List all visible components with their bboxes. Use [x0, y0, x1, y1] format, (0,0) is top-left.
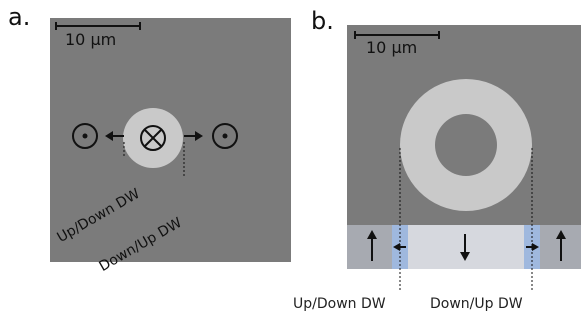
label-down-up-dw-b: Down/Up DW: [430, 296, 523, 312]
magnetization-out-of-plane-icon: [212, 123, 238, 149]
scale-bar-a: [55, 22, 141, 30]
magnetization-into-plane-icon: [140, 125, 166, 151]
panel-b-letter: b.: [311, 7, 334, 35]
magnetization-out-of-plane-icon: [72, 123, 98, 149]
scale-bar-b: [354, 31, 440, 39]
arrow-icon: [105, 131, 203, 141]
scale-label-a: 10 μm: [65, 30, 117, 49]
label-up-down-dw-b: Up/Down DW: [293, 296, 386, 312]
arrow-icon: [367, 230, 566, 261]
domain-ring-hole: [435, 114, 497, 176]
scale-label-b: 10 μm: [366, 38, 418, 57]
panel-a-letter: a.: [8, 3, 31, 31]
out-of-plane-dot-left: [82, 133, 88, 139]
out-of-plane-dot-right: [222, 133, 228, 139]
